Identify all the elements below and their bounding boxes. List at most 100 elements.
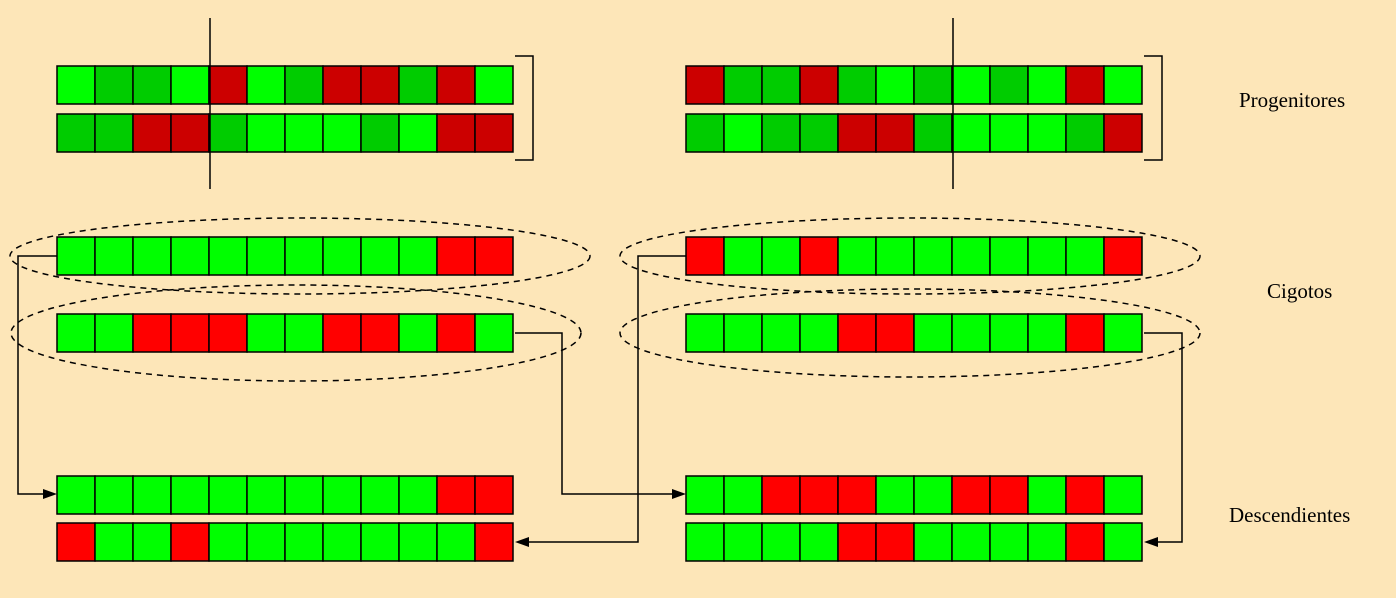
- gene-cell: [685, 113, 725, 153]
- label-cigotos: Cigotos: [1267, 279, 1333, 303]
- gene-cell: [94, 522, 134, 562]
- gene-cell: [284, 65, 324, 105]
- gene-cell: [94, 313, 134, 353]
- gene-cell: [436, 522, 476, 562]
- gene-cell: [246, 313, 286, 353]
- gene-cell: [398, 522, 438, 562]
- gene-cell: [761, 65, 801, 105]
- chromosome-descendientes-left-bottom: [56, 522, 514, 562]
- gene-cell: [436, 65, 476, 105]
- chromosome-descendientes-right-top: [685, 475, 1143, 515]
- gene-cell: [989, 475, 1029, 515]
- gene-cell: [837, 522, 877, 562]
- gene-cell: [913, 236, 953, 276]
- gene-cell: [436, 236, 476, 276]
- gene-cell: [474, 475, 514, 515]
- gene-cell: [284, 236, 324, 276]
- gene-cell: [913, 522, 953, 562]
- gene-cell: [56, 475, 96, 515]
- gene-cell: [208, 65, 248, 105]
- arrowhead-icon: [1144, 537, 1158, 547]
- gene-cell: [436, 475, 476, 515]
- gene-cell: [208, 236, 248, 276]
- gene-cell: [685, 65, 725, 105]
- gene-cell: [1027, 65, 1067, 105]
- gene-cell: [170, 522, 210, 562]
- gene-cell: [723, 236, 763, 276]
- gene-cell: [837, 313, 877, 353]
- gene-cell: [94, 236, 134, 276]
- gene-cell: [913, 113, 953, 153]
- gene-cell: [284, 522, 324, 562]
- gene-cell: [1103, 236, 1143, 276]
- gene-cell: [398, 313, 438, 353]
- gene-cell: [474, 522, 514, 562]
- connector-right-top-to-desc: [522, 255, 686, 543]
- gene-cell: [56, 65, 96, 105]
- gene-cell: [837, 113, 877, 153]
- gene-cell: [723, 313, 763, 353]
- gene-cell: [799, 522, 839, 562]
- chromosome-progenitores-left-top: [56, 65, 514, 105]
- gene-cell: [360, 475, 400, 515]
- gene-cell: [799, 65, 839, 105]
- gene-cell: [799, 475, 839, 515]
- gene-cell: [322, 522, 362, 562]
- gene-cell: [875, 65, 915, 105]
- gene-cell: [360, 236, 400, 276]
- gene-cell: [989, 113, 1029, 153]
- gene-cell: [208, 475, 248, 515]
- gene-cell: [436, 313, 476, 353]
- gene-cell: [685, 236, 725, 276]
- gene-cell: [875, 113, 915, 153]
- gene-cell: [56, 522, 96, 562]
- gene-cell: [132, 236, 172, 276]
- gene-cell: [837, 475, 877, 515]
- gene-cell: [398, 65, 438, 105]
- gene-cell: [1103, 65, 1143, 105]
- gene-cell: [837, 65, 877, 105]
- gene-cell: [246, 236, 286, 276]
- gene-cell: [208, 113, 248, 153]
- gene-cell: [94, 65, 134, 105]
- chromosome-progenitores-right-bottom: [685, 113, 1143, 153]
- gene-cell: [875, 236, 915, 276]
- gene-cell: [170, 113, 210, 153]
- connector-left-bottom-to-desc: [515, 332, 678, 495]
- bracket-right: [1144, 55, 1163, 161]
- gene-cell: [474, 113, 514, 153]
- gene-cell: [170, 65, 210, 105]
- gene-cell: [799, 313, 839, 353]
- bracket-left: [515, 55, 534, 161]
- gene-cell: [1065, 475, 1105, 515]
- gene-cell: [761, 113, 801, 153]
- gene-cell: [94, 475, 134, 515]
- gene-cell: [761, 522, 801, 562]
- gene-cell: [132, 65, 172, 105]
- gene-cell: [474, 313, 514, 353]
- chromosome-cigotos-left-top: [56, 236, 514, 276]
- gene-cell: [799, 236, 839, 276]
- arrowhead-icon: [672, 489, 686, 499]
- gene-cell: [1065, 236, 1105, 276]
- gene-cell: [132, 475, 172, 515]
- gene-cell: [436, 113, 476, 153]
- gene-cell: [170, 236, 210, 276]
- gene-cell: [132, 313, 172, 353]
- gene-cell: [799, 113, 839, 153]
- gene-cell: [398, 113, 438, 153]
- gene-cell: [132, 113, 172, 153]
- connector-left-top-to-desc: [17, 255, 57, 495]
- gene-cell: [1027, 113, 1067, 153]
- gene-cell: [837, 236, 877, 276]
- chromosome-cigotos-right-bottom: [685, 313, 1143, 353]
- gene-cell: [875, 313, 915, 353]
- gene-cell: [951, 522, 991, 562]
- gene-cell: [951, 313, 991, 353]
- gene-cell: [761, 313, 801, 353]
- gene-cell: [1103, 522, 1143, 562]
- gene-cell: [989, 65, 1029, 105]
- zygote-ellipse-right-bottom: [619, 288, 1201, 378]
